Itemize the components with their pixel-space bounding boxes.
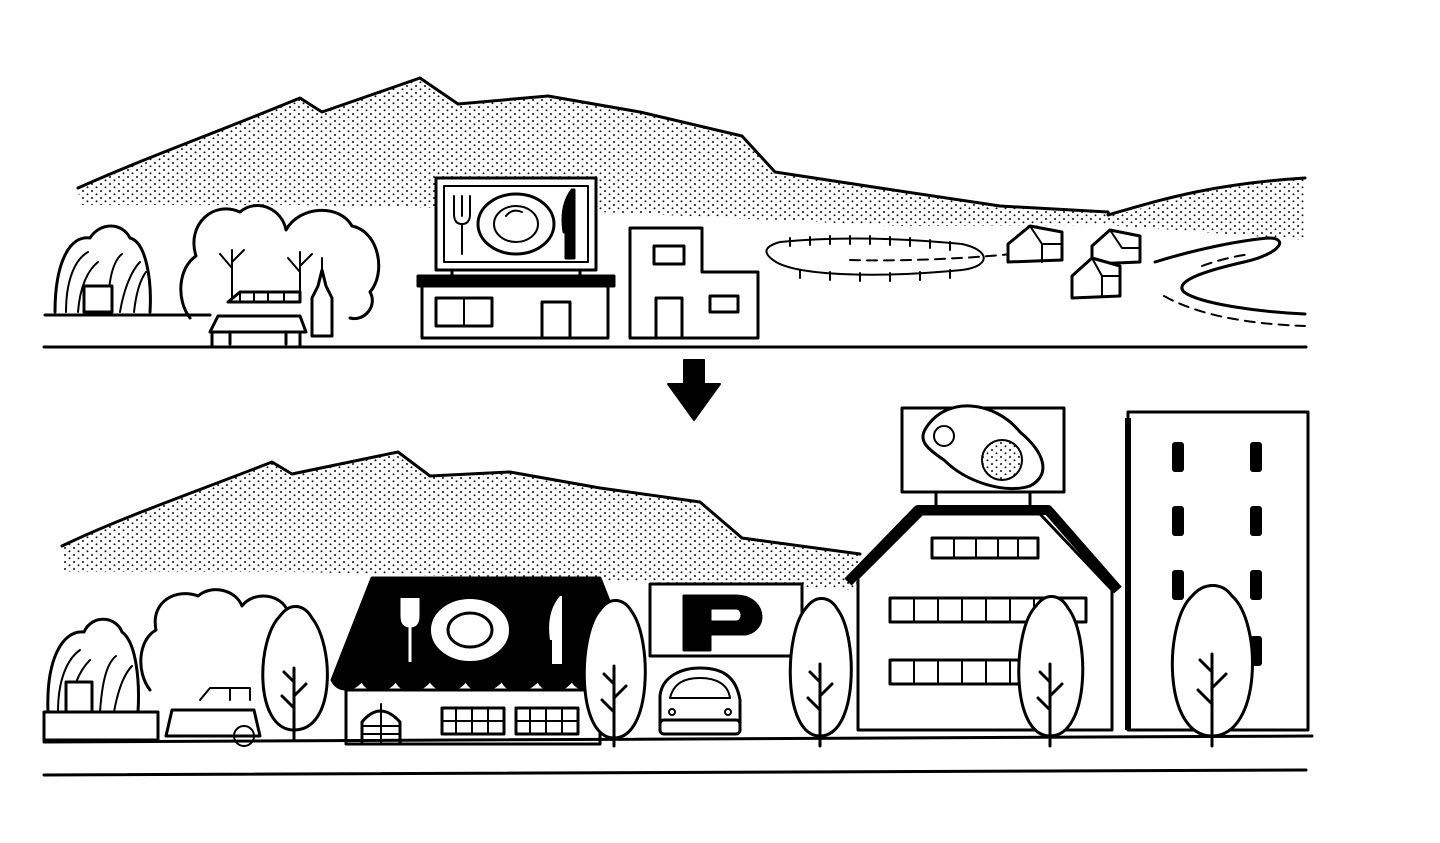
parked-car <box>658 666 742 736</box>
tree-after-4 <box>1017 595 1085 748</box>
road-line-after <box>42 768 1308 777</box>
food-icon <box>921 404 1045 490</box>
fields-before <box>765 235 1041 282</box>
ground-line-after <box>42 734 1314 744</box>
restaurant-before <box>416 176 616 340</box>
parking-sign: P <box>648 582 804 658</box>
transition-arrow <box>667 359 721 421</box>
panel-before <box>42 76 1308 349</box>
willow-tree-after <box>42 617 160 742</box>
knife-icon <box>549 596 562 664</box>
building-windows <box>1172 442 1262 666</box>
fork-icon <box>453 195 471 255</box>
house-before <box>628 226 760 340</box>
tree-after-3 <box>788 597 853 748</box>
tree-after-2 <box>582 599 647 748</box>
arched-door <box>360 703 402 746</box>
willow-tree-before <box>43 224 182 317</box>
fork-icon <box>400 598 420 662</box>
plate-icon <box>476 192 556 256</box>
mountain-before <box>76 76 1307 240</box>
rooftop-billboard <box>900 404 1066 510</box>
mountain-after <box>60 450 862 590</box>
panel-after: P <box>42 404 1314 777</box>
river-before <box>1153 236 1307 327</box>
houses-distant-before <box>1006 224 1142 300</box>
parking-p-letter <box>682 594 763 652</box>
tree-after-1 <box>261 605 329 742</box>
trees-and-bench-before <box>178 204 381 348</box>
restaurant-after <box>330 576 642 746</box>
knife-icon <box>561 188 576 260</box>
tree-after-5 <box>1170 584 1254 748</box>
plate-icon <box>431 599 509 661</box>
